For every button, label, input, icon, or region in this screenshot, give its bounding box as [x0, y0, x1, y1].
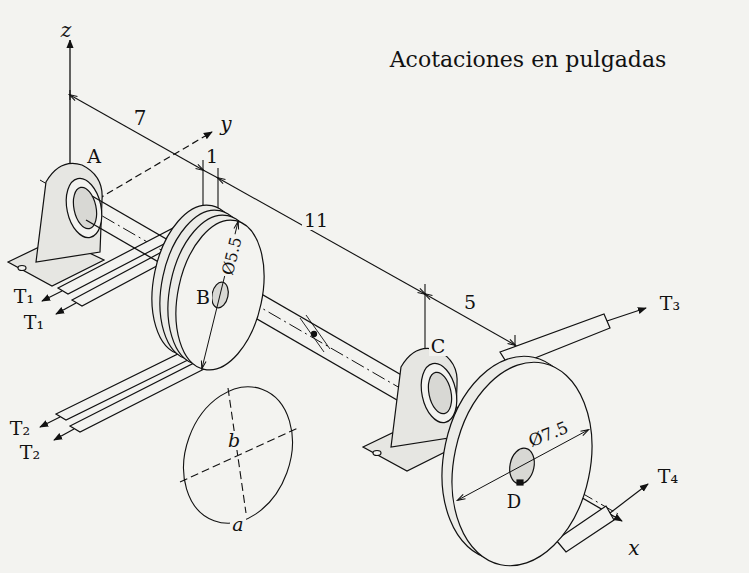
bearing-ring [70, 185, 100, 231]
part-label: C [429, 337, 448, 356]
part-label: B [194, 288, 212, 307]
pulley-b [139, 197, 277, 378]
diameter-value: Ø5.5 [219, 233, 245, 278]
axes [40, 40, 622, 521]
axis-label: x [626, 538, 641, 558]
dimension-line [203, 170, 218, 178]
shaft-edge [92, 196, 500, 432]
part-label: A [85, 147, 103, 166]
belt [70, 360, 210, 432]
tension-arrow [42, 291, 62, 301]
pulley-face [163, 212, 277, 378]
tension-label: T₂ [8, 419, 32, 438]
diameter-line [458, 430, 588, 500]
extension-line [69, 90, 70, 100]
section-circle [165, 371, 311, 538]
tension-arrow [56, 303, 76, 314]
bolt-hole [18, 266, 26, 271]
tension-label: T₁ [22, 313, 46, 332]
units-note: Acotaciones en pulgadas [388, 49, 669, 71]
tension-label: T₂ [18, 443, 42, 462]
part-label: D [505, 493, 523, 511]
tension-label: T₁ [12, 287, 36, 306]
section-label: b [226, 431, 242, 450]
pulley-d [424, 308, 648, 573]
section-label: a [230, 515, 245, 534]
key [517, 480, 523, 485]
tension-arrow [40, 417, 60, 427]
tension-arrow [610, 484, 648, 513]
z-axis [69, 40, 70, 170]
axis-label: z [59, 20, 74, 40]
section-view [165, 371, 311, 538]
dimension-value: 5 [462, 293, 478, 312]
dimension-value: 7 [132, 108, 149, 128]
diameter-value: Ø7.5 [524, 418, 572, 451]
section-mark [306, 315, 330, 349]
belt [56, 350, 196, 420]
tension-arrow [54, 429, 74, 440]
bolt-hole [373, 451, 381, 456]
pillow-block-bearing [8, 163, 107, 286]
dimension-value: 11 [302, 211, 330, 230]
section-axis [180, 428, 298, 482]
tension-label: T₃ [658, 294, 682, 313]
dimension-line [70, 95, 203, 170]
shaft [86, 196, 500, 455]
axis-label: y [218, 114, 233, 134]
tension-arrow [607, 308, 646, 321]
bearing-ring [425, 370, 455, 416]
section-point [312, 332, 317, 337]
dimension-value: 1 [204, 147, 220, 166]
y-axis [88, 132, 212, 205]
tension-label: T₄ [656, 467, 680, 486]
section-axis [228, 388, 246, 513]
shaft-centerline [40, 180, 618, 514]
dimension-lines [70, 90, 515, 365]
bearing-ring [61, 175, 107, 241]
pulley-face [434, 349, 610, 573]
